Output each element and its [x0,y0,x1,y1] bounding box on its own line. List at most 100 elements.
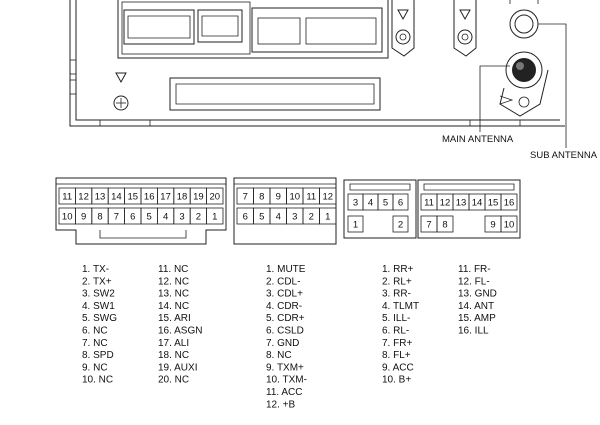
pin-number: 20 [210,192,221,203]
pin-number: 19 [193,192,204,203]
triangle-marker-icon [115,72,127,84]
pinout-entry: 7. FR+ [382,338,412,349]
pinout-entry: 5. SWG [82,313,117,324]
pinout-entry: 8. NC [266,350,292,361]
pin-number: 2 [309,212,314,223]
pin-number: 9 [81,212,86,223]
pin-cell [392,215,409,233]
pin-number: 8 [259,192,264,203]
pinout-entry: 12. +B [266,399,296,410]
pinout-entry: 15. ARI [158,313,191,324]
pinout-entry: 6. CSLD [266,326,304,337]
mounting-screw-icon [391,0,415,57]
pin-number: 18 [177,192,188,203]
pin-cell [347,215,364,233]
pin-number: 11 [306,192,316,203]
pin-number: 3 [179,212,184,223]
sub-antenna-leader [538,23,567,148]
pin-number: 1 [353,220,358,231]
pinout-entry: 4. CDR- [266,301,302,312]
pinout-entry: 1. RR+ [382,264,414,275]
pin-cell [500,193,518,211]
pinout-entry: 9. NC [82,362,108,373]
pin-number: 3 [292,212,297,223]
pin-number: 5 [259,212,264,223]
pin-number: 10 [62,212,73,223]
pinout-entry: 10. B+ [382,375,411,386]
rear-bracket-outline [169,77,381,111]
pin-cell [206,207,224,225]
pin-number: 15 [488,198,499,209]
pin-number: 11 [424,198,434,209]
pin-cell [392,193,409,211]
pin-number: 10 [504,220,515,231]
triangle-marker-icon [397,9,409,21]
pinout-entry: 5. ILL- [382,313,410,324]
pin-cell [206,187,224,205]
pin-cell [319,207,337,225]
pinout-entry: 11. ACC [266,387,303,398]
pin-number: 9 [490,220,495,231]
pin-number: 5 [383,198,388,209]
pin-number: 17 [160,192,171,203]
pin-number: 4 [163,212,168,223]
pinout-entry: 14. ANT [458,301,494,312]
pinout-entry: 20. NC [158,375,189,386]
pin-number: 11 [62,192,72,203]
pin-number: 5 [147,212,152,223]
pin-number: 7 [426,220,431,231]
pin-cell [436,215,454,233]
pinout-entry: 6. NC [82,326,108,337]
pinout-entry: 10. NC [82,375,113,386]
pinout-entry: 7. NC [82,338,108,349]
pinout-entry: 17. ALI [158,338,189,349]
pin-number: 1 [212,212,217,223]
pinout-entry: 11. FR- [458,264,491,275]
pin-number: 6 [398,198,403,209]
pinout-entry: 12. FL- [458,276,490,287]
pin-number: 3 [353,198,358,209]
pinout-entry: 19. AUXI [158,362,197,373]
pinout-entry: 3. SW2 [82,289,115,300]
pin-number: 1 [325,212,330,223]
pinout-entry: 6. RL- [382,326,409,337]
pin-number: 8 [97,212,102,223]
pin-cell [500,215,518,233]
pin-number: 15 [128,192,139,203]
pin-number: 13 [95,192,106,203]
pinout-entry: 9. ACC [382,362,414,373]
rear-16pin-socket [251,7,383,53]
pin-number: 14 [111,192,122,203]
pinout-entry: 11. NC [158,264,188,275]
pinout-entry: 3. CDL+ [266,289,303,300]
pinout-entry: 14. NC [158,301,189,312]
sub-antenna-label: SUB ANTENNA [530,150,598,161]
pinout-entry: 16. ASGN [158,326,202,337]
pinout-entry: 4. SW1 [82,301,115,312]
sub-antenna-jack [509,0,539,39]
pinout-entry: 3. RR- [382,289,411,300]
pinout-entry: 2. TX+ [82,276,112,287]
main-antenna-leader [479,65,510,132]
pin-number: 12 [322,192,333,203]
pinout-entry: 4. TLMT [382,301,419,312]
pin-number: 16 [504,198,515,209]
pin-number: 7 [114,212,119,223]
pin-number: 8 [442,220,447,231]
mounting-screw-icon [453,0,477,57]
pin-number: 6 [243,212,248,223]
pin-number: 9 [276,192,281,203]
pin-number: 4 [276,212,281,223]
pin-number: 13 [456,198,467,209]
pin-number: 10 [289,192,300,203]
main-antenna-label: MAIN ANTENNA [442,134,514,145]
pinout-entry: 5. CDR+ [266,313,305,324]
